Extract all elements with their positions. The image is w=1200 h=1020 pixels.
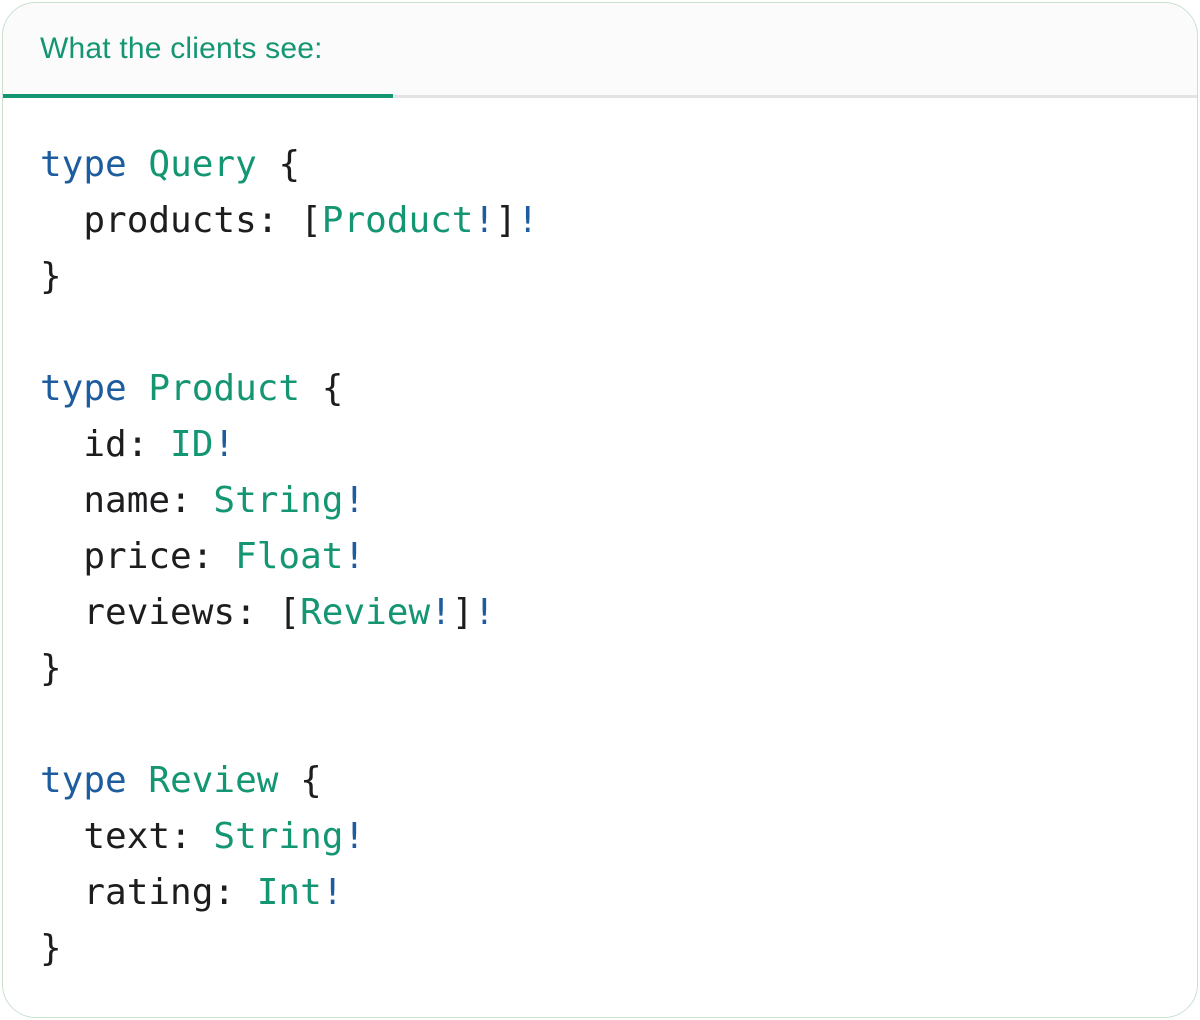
tab-bar: What the clients see: xyxy=(3,3,1197,98)
code-token: Product xyxy=(321,200,474,241)
code-token: rating: xyxy=(40,872,257,913)
code-line xyxy=(40,305,1157,361)
code-block: type Query { products: [Product!]!} type… xyxy=(3,98,1197,1017)
code-token: { xyxy=(256,144,301,185)
code-token: reviews: [ xyxy=(40,592,301,633)
code-token: } xyxy=(40,256,62,297)
code-token xyxy=(127,368,149,409)
code-token: ! xyxy=(343,816,366,857)
code-token: type xyxy=(40,368,127,409)
active-tab-indicator xyxy=(3,94,393,98)
tab-label: What the clients see: xyxy=(40,32,323,65)
code-token: String xyxy=(213,816,344,857)
code-line xyxy=(40,697,1157,753)
code-token: id: xyxy=(40,424,171,465)
code-token: } xyxy=(40,648,62,689)
code-token: ! xyxy=(430,592,452,633)
code-token xyxy=(127,760,149,801)
code-token: ! xyxy=(343,480,366,521)
code-line: rating: Int! xyxy=(40,865,1157,921)
code-token: price: xyxy=(40,536,236,577)
code-line: text: String! xyxy=(40,809,1157,865)
code-token: { xyxy=(300,368,344,409)
code-token: Review xyxy=(300,592,431,633)
code-line: price: Float! xyxy=(40,529,1157,585)
code-line: type Review { xyxy=(40,753,1157,809)
code-line: id: ID! xyxy=(40,417,1157,473)
code-token: ! xyxy=(473,592,496,633)
code-token: String xyxy=(213,480,344,521)
code-token: type xyxy=(40,144,127,185)
code-token: Query xyxy=(148,144,257,185)
code-line: type Query { xyxy=(40,137,1157,193)
code-token: products: [ xyxy=(40,200,322,241)
code-token: Int xyxy=(256,872,322,913)
code-line: type Product { xyxy=(40,361,1157,417)
code-token: ! xyxy=(516,200,539,241)
code-token: ! xyxy=(213,424,236,465)
code-token: Product xyxy=(148,368,301,409)
code-line: } xyxy=(40,921,1157,977)
tab-what-the-clients-see[interactable]: What the clients see: xyxy=(3,3,393,95)
code-token: type xyxy=(40,760,127,801)
code-token: name: xyxy=(40,480,214,521)
code-token: ! xyxy=(473,200,496,241)
code-token: ] xyxy=(451,592,474,633)
code-line: reviews: [Review!]! xyxy=(40,585,1157,641)
code-token: { xyxy=(278,760,322,801)
code-token: Review xyxy=(148,760,279,801)
code-line: } xyxy=(40,641,1157,697)
code-line: name: String! xyxy=(40,473,1157,529)
code-token: ] xyxy=(495,200,517,241)
code-token: ! xyxy=(321,872,344,913)
code-line: products: [Product!]! xyxy=(40,193,1157,249)
code-line: } xyxy=(40,249,1157,305)
code-token: } xyxy=(40,928,62,969)
code-token: ID xyxy=(170,424,214,465)
code-token: ! xyxy=(343,536,366,577)
code-token: Float xyxy=(235,536,344,577)
code-token: text: xyxy=(40,816,214,857)
code-token xyxy=(127,144,149,185)
